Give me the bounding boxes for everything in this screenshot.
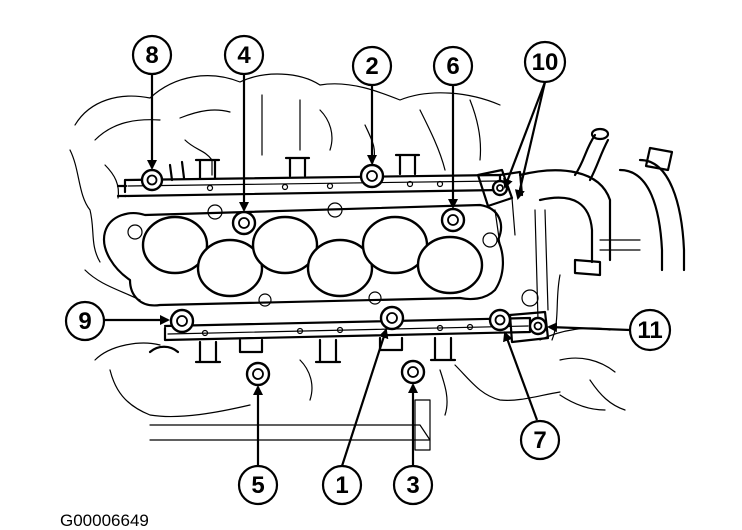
callout-8: 8 [131, 34, 173, 76]
bolt-11 [528, 316, 548, 336]
bolt-4 [231, 210, 257, 236]
bolt-9 [169, 308, 195, 334]
bolt-8 [140, 168, 164, 192]
callout-5-label: 5 [251, 472, 264, 499]
callout-7-label: 7 [533, 427, 546, 454]
callout-6-label: 6 [446, 53, 459, 80]
bolt-2 [359, 163, 385, 189]
bolt-1 [379, 305, 405, 331]
callout-3: 3 [392, 464, 434, 506]
intake-port-2 [196, 238, 264, 298]
lower-fuel-rail [148, 310, 550, 364]
leader-lines [104, 72, 631, 467]
intake-port-4 [306, 238, 374, 298]
callout-4-label: 4 [237, 42, 251, 69]
bolt-3 [400, 359, 426, 385]
engine-background-sketch [69, 73, 686, 451]
callout-7: 7 [519, 419, 561, 461]
callout-1-label: 1 [335, 472, 348, 499]
bolt-5 [245, 361, 271, 387]
callout-11: 11 [628, 308, 672, 352]
callout-3-label: 3 [406, 472, 419, 499]
intake-port-1 [141, 215, 209, 275]
intake-port-6 [416, 235, 484, 295]
callout-2: 2 [351, 45, 393, 87]
bolt-6 [440, 207, 466, 233]
callout-6: 6 [432, 45, 474, 87]
callout-11-label: 11 [637, 317, 662, 344]
upper-fuel-rail [116, 153, 502, 198]
callout-1: 1 [321, 464, 363, 506]
figure-code: G00006649 [60, 511, 149, 530]
bolt-10-fitting [491, 179, 509, 197]
callout-2-label: 2 [365, 53, 378, 80]
callout-10: 10 [523, 40, 567, 84]
intake-port-3 [251, 215, 319, 275]
bolt-7 [488, 308, 512, 332]
callout-8-label: 8 [145, 42, 158, 69]
callout-4: 4 [223, 34, 265, 76]
callout-5: 5 [237, 464, 279, 506]
callout-10-label: 10 [532, 49, 559, 76]
intake-manifold-flange [102, 202, 504, 307]
callout-9: 9 [64, 300, 106, 342]
callout-9-label: 9 [78, 308, 91, 335]
